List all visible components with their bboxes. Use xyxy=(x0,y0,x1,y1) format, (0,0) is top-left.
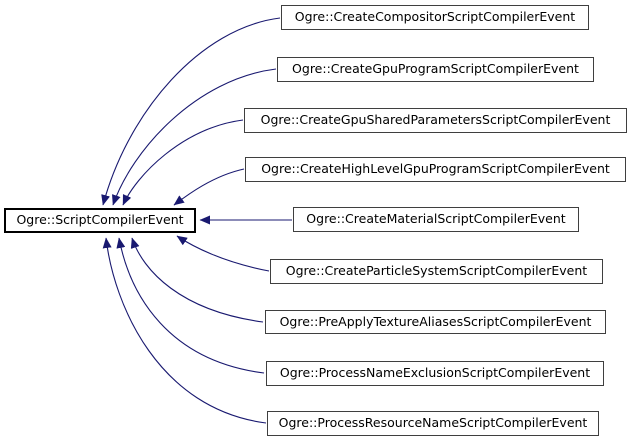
inheritance-arrow-create-gpu-shared-parameters xyxy=(122,119,244,206)
class-node-pre-apply-texture-aliases-script-compiler-event[interactable]: Ogre::PreApplyTextureAliasesScriptCompil… xyxy=(265,310,606,334)
class-node-process-resource-name-script-compiler-event[interactable]: Ogre::ProcessResourceNameScriptCompilerE… xyxy=(267,411,599,436)
inheritance-arrow-process-name-exclusion xyxy=(116,237,265,374)
class-node-create-gpu-program-script-compiler-event[interactable]: Ogre::CreateGpuProgramScriptCompilerEven… xyxy=(277,57,594,82)
inheritance-arrow-pre-apply-texture-aliases xyxy=(130,237,264,323)
inheritance-arrow-create-high-level-gpu-program xyxy=(173,168,245,206)
class-node-create-material-script-compiler-event[interactable]: Ogre::CreateMaterialScriptCompilerEvent xyxy=(293,207,579,232)
class-node-create-gpu-shared-parameters-script-compiler-event[interactable]: Ogre::CreateGpuSharedParametersScriptCom… xyxy=(244,108,627,133)
inheritance-arrow-create-gpu-program xyxy=(112,68,277,206)
class-node-create-high-level-gpu-program-script-compiler-event[interactable]: Ogre::CreateHighLevelGpuProgramScriptCom… xyxy=(245,157,626,182)
inheritance-arrow-process-resource-name xyxy=(102,237,267,424)
inheritance-arrow-create-compositor xyxy=(101,17,281,206)
class-node-create-particle-system-script-compiler-event[interactable]: Ogre::CreateParticleSystemScriptCompiler… xyxy=(270,259,603,284)
inheritance-arrow-create-particle-system xyxy=(176,235,270,272)
class-node-script-compiler-event[interactable]: Ogre::ScriptCompilerEvent xyxy=(4,208,196,233)
class-node-process-name-exclusion-script-compiler-event[interactable]: Ogre::ProcessNameExclusionScriptCompiler… xyxy=(266,361,604,386)
class-node-create-compositor-script-compiler-event[interactable]: Ogre::CreateCompositorScriptCompilerEven… xyxy=(281,5,589,30)
